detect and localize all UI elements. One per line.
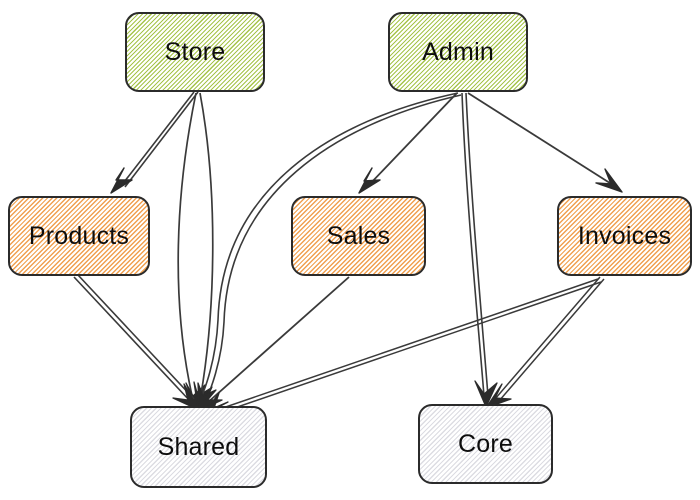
node-label-admin: Admin xyxy=(422,37,494,66)
node-sales[interactable]: Sales xyxy=(291,196,426,276)
edge-admin-sales xyxy=(358,92,458,194)
node-label-sales: Sales xyxy=(326,221,391,250)
node-label-store: Store xyxy=(164,37,226,66)
node-invoices[interactable]: Invoices xyxy=(557,196,692,276)
node-shared[interactable]: Shared xyxy=(130,406,267,488)
node-label-core: Core xyxy=(458,429,513,458)
edge-invoices-core xyxy=(485,276,605,409)
edge-admin-core xyxy=(461,92,498,408)
node-label-products: Products xyxy=(28,221,130,250)
edge-store-products xyxy=(110,91,199,194)
node-label-shared: Shared xyxy=(157,432,240,461)
node-label-invoices: Invoices xyxy=(577,221,672,250)
node-products[interactable]: Products xyxy=(8,196,150,276)
edge-products-shared xyxy=(73,274,200,411)
edge-admin-invoices xyxy=(467,92,623,193)
node-store[interactable]: Store xyxy=(125,12,265,92)
node-admin[interactable]: Admin xyxy=(388,12,528,92)
node-core[interactable]: Core xyxy=(418,404,553,484)
